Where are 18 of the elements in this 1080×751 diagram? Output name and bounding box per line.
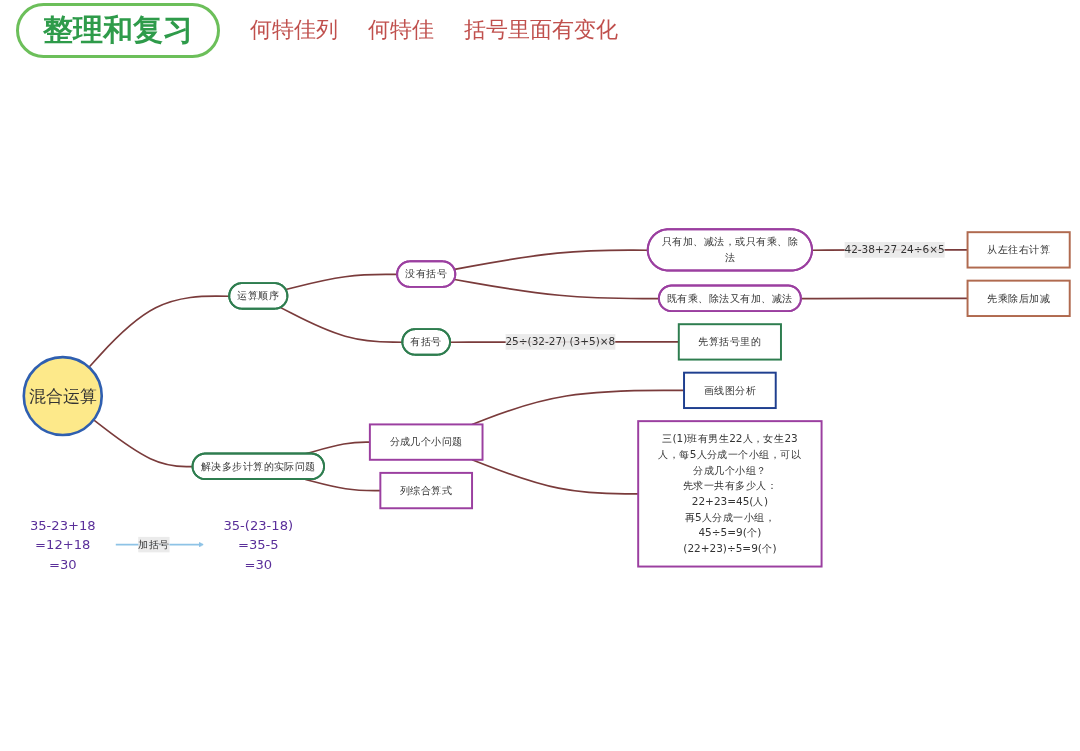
node-box: 先算括号里的 xyxy=(677,323,782,361)
node-box: 三(1)班有男生22人，女生23人，每5人分成一个小组，可以分成几个小组？ 先求一共有多少人：22+23=45(人) 再5人分成一小组，45÷5=9(个) (22+23)÷5=9(个) xyxy=(637,420,823,568)
node-circle: 混合运算 xyxy=(22,355,104,437)
edge-label: 25÷(32-27) (3+5)×8 xyxy=(505,335,616,348)
title: 整理和复习 xyxy=(16,2,220,58)
node-box: 先乘除后加减 xyxy=(966,279,1071,317)
node-text: 35-23+18 =12+18 =30 xyxy=(29,517,96,573)
node-box: 从左往右计算 xyxy=(966,231,1071,269)
edge-label: 42-38+27 24÷6×5 xyxy=(844,243,945,256)
node-box: 分成几个小问题 xyxy=(368,423,484,461)
edge-label: 加括号 xyxy=(138,537,170,551)
note-label: 何特佳列 xyxy=(250,16,338,44)
note-label: 何特佳 xyxy=(368,16,434,44)
note-label: 括号里面有变化 xyxy=(464,16,618,44)
node-box: 列综合算式 xyxy=(379,471,474,510)
node-box: 画线图分析 xyxy=(683,371,777,409)
connector xyxy=(471,458,639,495)
node-text: 35-(23-18) =35-5 =30 xyxy=(223,517,294,573)
